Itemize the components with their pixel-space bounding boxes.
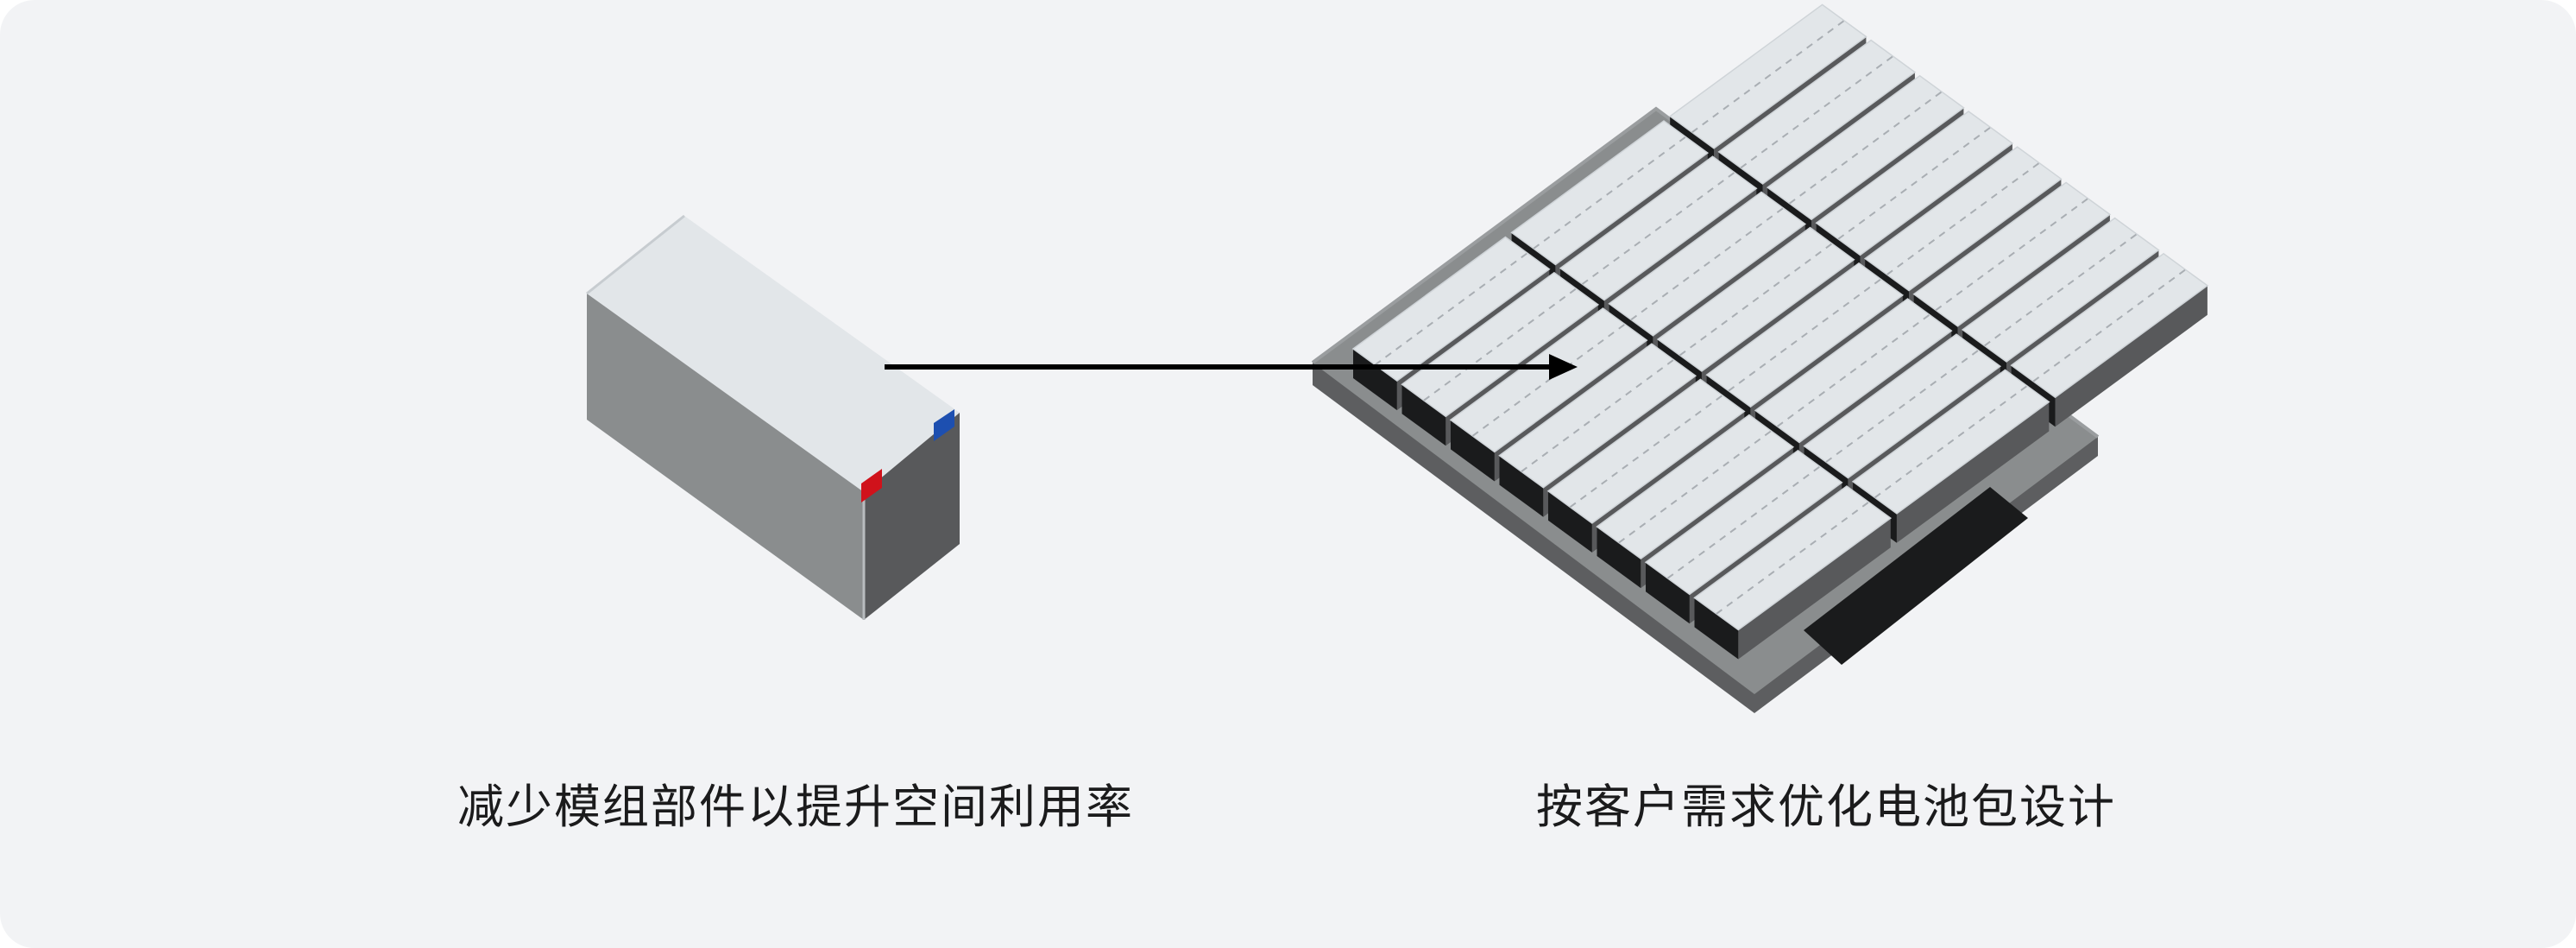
transition-arrow <box>885 354 1578 380</box>
battery-pack-icon <box>1311 3 2209 713</box>
battery-cell-icon <box>586 214 960 620</box>
pack-cell <box>1851 369 2050 543</box>
caption-right: 按客户需求优化电池包设计 <box>1536 780 2116 834</box>
pack-cell <box>1693 485 1893 660</box>
negative-terminal-icon <box>934 409 954 441</box>
caption-left: 减少模组部件以提升空间利用率 <box>457 780 1134 834</box>
positive-terminal-icon <box>861 469 882 502</box>
